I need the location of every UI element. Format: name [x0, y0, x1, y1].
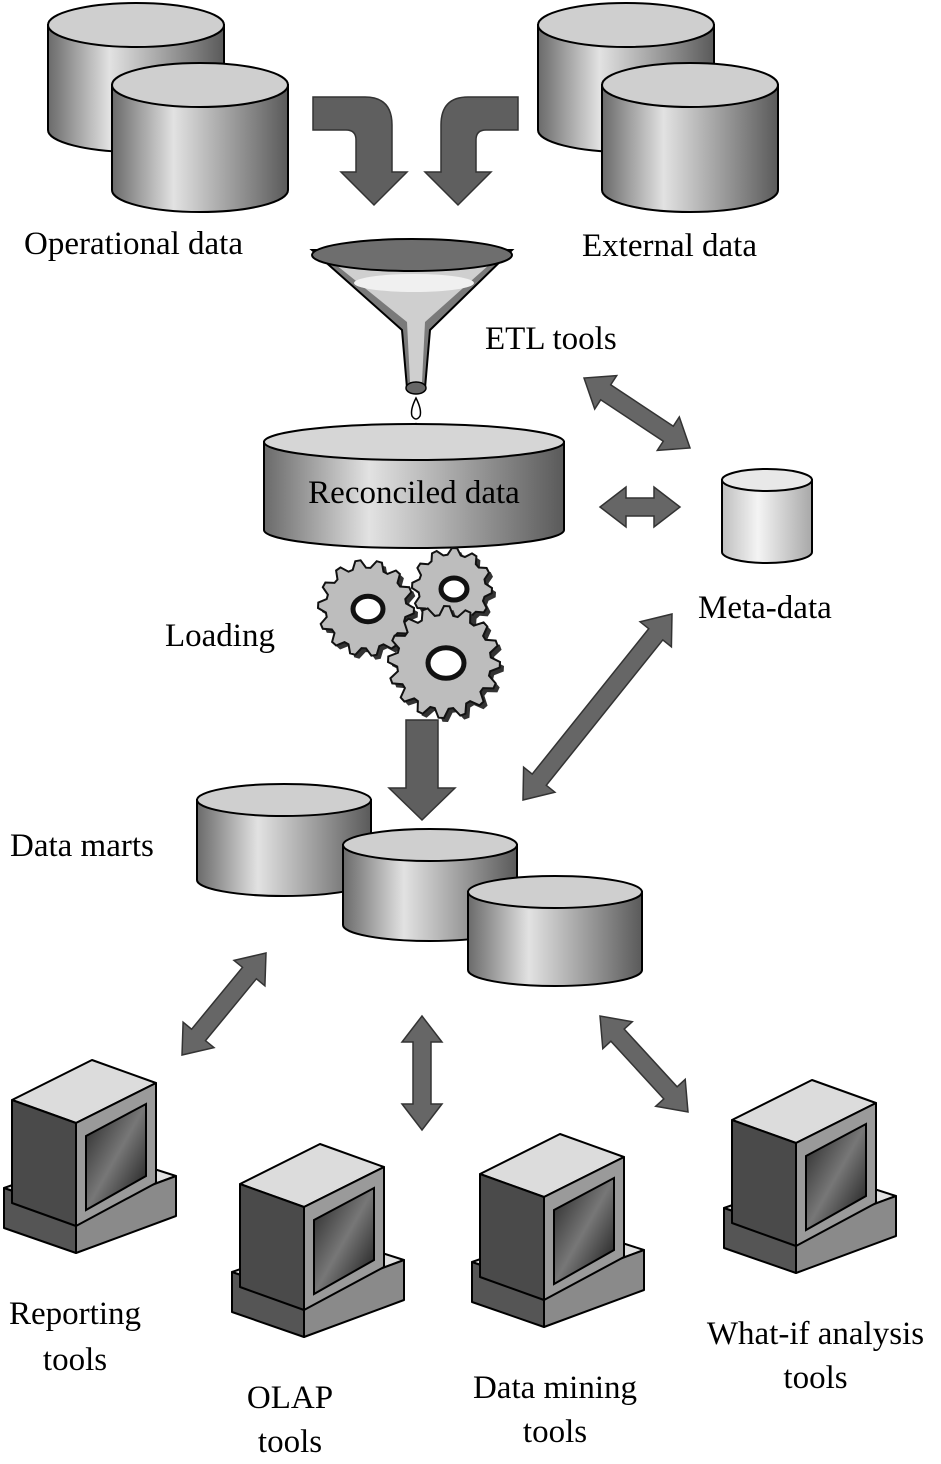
gears-icon: [316, 546, 504, 722]
loading-arrow-down: [387, 719, 457, 822]
data-mart-db-3: [467, 875, 643, 987]
gear-small-icon: [410, 546, 496, 632]
external-data-db-front: [601, 62, 779, 213]
curved-arrow-left: [312, 96, 409, 207]
olap-tools-label-line1: OLAP: [246, 1380, 334, 1416]
curved-arrow-right: [423, 96, 519, 207]
external-data-label: External data: [582, 228, 757, 264]
data-mining-tools-computer-icon: [471, 1133, 645, 1328]
data-mining-tools-label-line1: Data mining: [472, 1370, 638, 1406]
operational-data-label: Operational data: [24, 226, 243, 262]
client-computers: [3, 952, 897, 1338]
meta-data-label: Meta-data: [698, 590, 832, 626]
olap-tools-label-line2: tools: [257, 1424, 323, 1460]
operational-data-db-front: [111, 62, 289, 213]
loading-label: Loading: [165, 618, 275, 654]
olap-datamarts-arrow: [400, 1014, 444, 1132]
etl-metadata-arrow: [582, 374, 692, 452]
gear-large-icon: [386, 604, 504, 722]
whatif-tools-label-line2: tools: [783, 1360, 848, 1396]
whatif-tools-label-line1: What-if analysis: [706, 1316, 925, 1352]
olap-tools-computer-icon: [231, 1143, 405, 1338]
data-marts-label: Data marts: [10, 828, 154, 864]
reporting-tools-computer-icon: [3, 1059, 177, 1254]
funnel-icon: [309, 238, 515, 446]
reconciled-data-label: Reconciled data: [308, 475, 520, 511]
datamarts-metadata-arrow: [522, 613, 673, 801]
meta-data-db: [721, 468, 813, 564]
data-mining-tools-label-line2: tools: [522, 1414, 588, 1450]
whatif-tools-computer-icon: [723, 1079, 897, 1274]
meta-data-arrows: [522, 374, 692, 801]
reconciled-data-db: [263, 423, 565, 549]
reporting-tools-label-line1: Reporting: [9, 1296, 141, 1332]
reconciled-metadata-arrow: [598, 485, 682, 529]
reporting-datamarts-arrow: [181, 952, 267, 1056]
whatif-datamarts-arrow: [599, 1015, 689, 1113]
reporting-tools-label-line2: tools: [42, 1342, 108, 1378]
etl-tools-label: ETL tools: [485, 321, 617, 357]
